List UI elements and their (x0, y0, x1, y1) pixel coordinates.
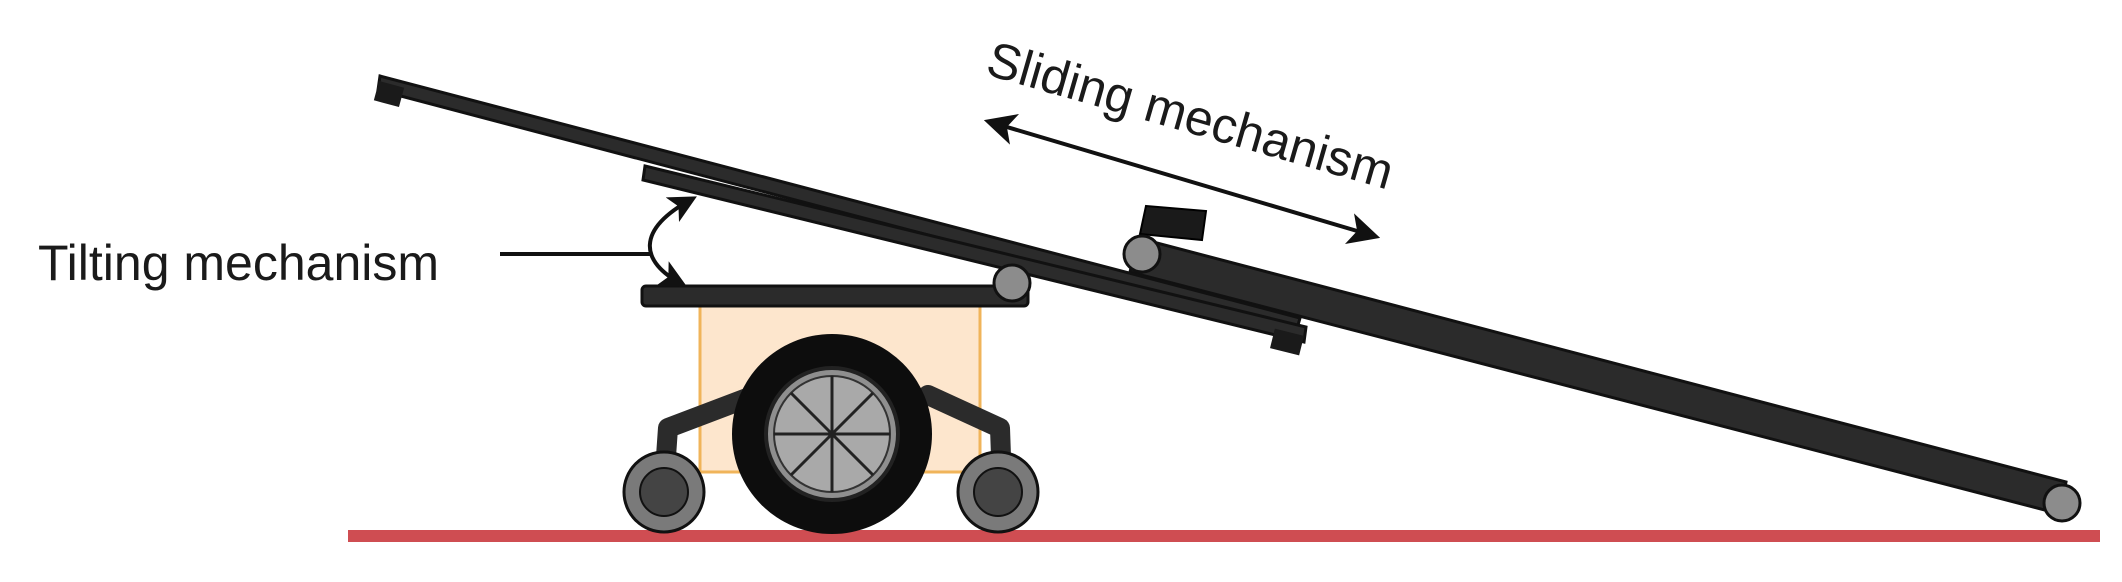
sliding-arrow (983, 113, 1381, 245)
ramp-left-end-stop (373, 80, 405, 108)
sliding-mechanism-label: Sliding mechanism (981, 31, 1400, 200)
left-caster-wheel (622, 450, 706, 534)
tilt-plate (641, 164, 1308, 344)
drive-wheel (732, 334, 932, 534)
ground-line (348, 530, 2100, 542)
sliding-rail (1128, 236, 2082, 523)
tilt-plate-end-stop (1270, 328, 1304, 356)
tilting-mechanism-label: Tilting mechanism (38, 235, 439, 291)
right-caster-wheel (956, 450, 1040, 534)
tilting-arrow (647, 196, 697, 287)
slider-block (1138, 204, 1208, 242)
tilt-pivot-roller (992, 263, 1032, 303)
robot-deck (640, 284, 1030, 308)
rail-end-roller (2042, 483, 2082, 523)
slider-roller (1122, 234, 1162, 274)
